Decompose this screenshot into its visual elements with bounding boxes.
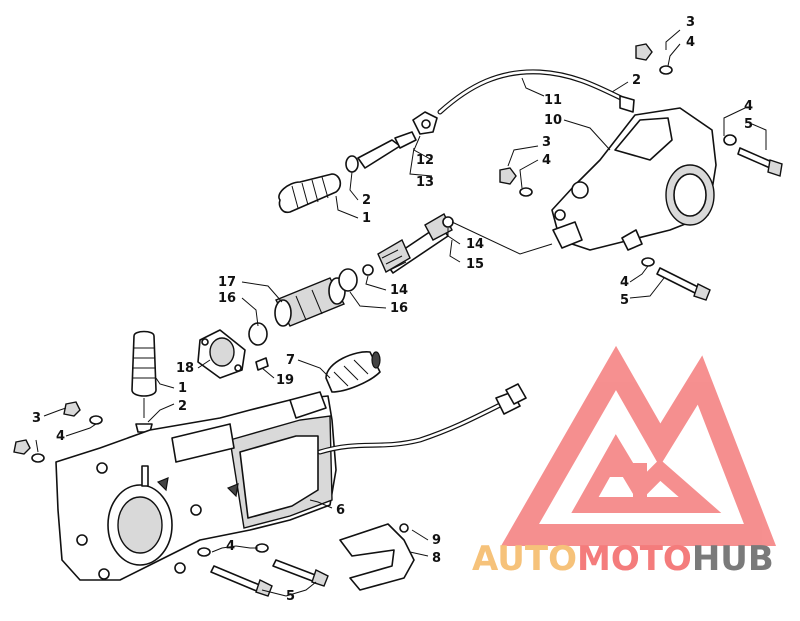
callout-14: 14 bbox=[466, 237, 484, 252]
callout-9: 9 bbox=[432, 533, 441, 548]
watermark-hub: HUB bbox=[692, 539, 774, 579]
throttle-cable bbox=[437, 69, 635, 115]
bolt-lower-a bbox=[197, 547, 273, 597]
callout-16: 16 bbox=[218, 291, 236, 306]
watermark-text: AUTOMOTOHUB bbox=[472, 539, 774, 579]
watermark-logo bbox=[500, 345, 777, 546]
shift-drum bbox=[248, 268, 358, 346]
shift-boot-upper bbox=[278, 131, 417, 214]
callout-2: 2 bbox=[178, 399, 187, 414]
callout-5: 5 bbox=[620, 293, 629, 308]
callout-17: 17 bbox=[218, 275, 236, 290]
mounting-bracket bbox=[339, 523, 415, 591]
watermark-moto: MOTO bbox=[577, 539, 692, 579]
callout-7: 7 bbox=[286, 353, 295, 368]
callout-1: 1 bbox=[362, 211, 371, 226]
callout-14: 14 bbox=[390, 283, 408, 298]
callout-5: 5 bbox=[286, 589, 295, 604]
callout-3: 3 bbox=[32, 411, 41, 426]
callout-3: 3 bbox=[686, 15, 695, 30]
callout-13: 13 bbox=[416, 175, 434, 190]
bolt-lower-b bbox=[255, 543, 329, 587]
bolt-upper-right bbox=[723, 134, 783, 177]
nut-left bbox=[13, 401, 103, 463]
callouts: 3 4 2 11 10 4 5 3 4 12 13 2 1 14 15 4 5 … bbox=[32, 15, 753, 604]
callout-4: 4 bbox=[744, 99, 753, 114]
callout-6: 6 bbox=[336, 503, 345, 518]
callout-1: 1 bbox=[178, 381, 187, 396]
nut-mid-left bbox=[499, 167, 533, 197]
callout-5: 5 bbox=[744, 117, 753, 132]
callout-18: 18 bbox=[176, 361, 194, 376]
callout-19: 19 bbox=[276, 373, 294, 388]
callout-12: 12 bbox=[416, 153, 434, 168]
callout-16: 16 bbox=[390, 301, 408, 316]
callout-10: 10 bbox=[544, 113, 562, 128]
callout-4: 4 bbox=[686, 35, 695, 50]
nut-upper bbox=[635, 43, 673, 75]
callout-15: 15 bbox=[466, 257, 484, 272]
leader-lines bbox=[35, 29, 767, 597]
callout-3: 3 bbox=[542, 135, 551, 150]
transmission-housing bbox=[55, 391, 337, 581]
callout-2: 2 bbox=[362, 193, 371, 208]
callout-4: 4 bbox=[226, 539, 235, 554]
watermark-auto: AUTO bbox=[472, 539, 577, 579]
cover-plate bbox=[197, 329, 269, 379]
callout-4: 4 bbox=[56, 429, 65, 444]
callout-11: 11 bbox=[544, 93, 562, 108]
callout-8: 8 bbox=[432, 551, 441, 566]
rubber-boot bbox=[325, 351, 381, 393]
callout-4: 4 bbox=[542, 153, 551, 168]
svg-text:AUTOMOTOHUB: AUTOMOTOHUB bbox=[472, 539, 774, 579]
callout-2: 2 bbox=[632, 73, 641, 88]
cable-clip bbox=[412, 111, 438, 135]
wire-harness bbox=[317, 383, 527, 455]
upper-gear-housing bbox=[551, 107, 717, 251]
shift-shaft bbox=[362, 213, 454, 276]
bolt-mid-right bbox=[641, 257, 711, 301]
callout-4: 4 bbox=[620, 275, 629, 290]
